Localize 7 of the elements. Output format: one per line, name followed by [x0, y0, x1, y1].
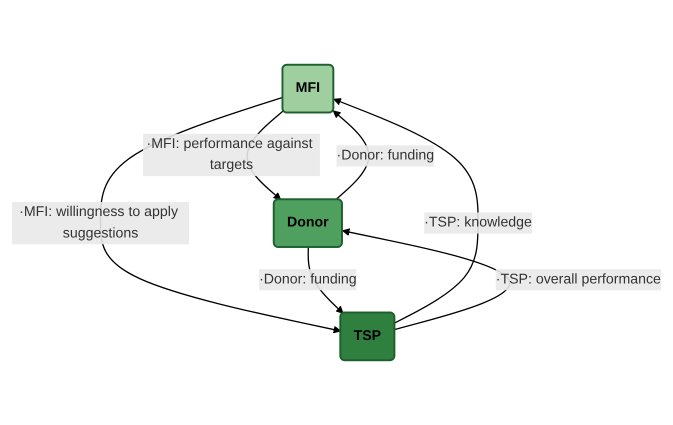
edge-label: ·Donor: funding: [336, 148, 434, 163]
edge-label: ·TSP: knowledge: [424, 215, 532, 230]
edge-label: ·MFI: willingness to apply suggestions: [19, 204, 178, 241]
edge-label: ·TSP: overall performance: [496, 272, 661, 287]
arrow: [100, 96, 342, 334]
edge-label: ·Donor: funding: [259, 272, 357, 287]
edge-label: ·MFI: performance against targets: [146, 136, 312, 173]
